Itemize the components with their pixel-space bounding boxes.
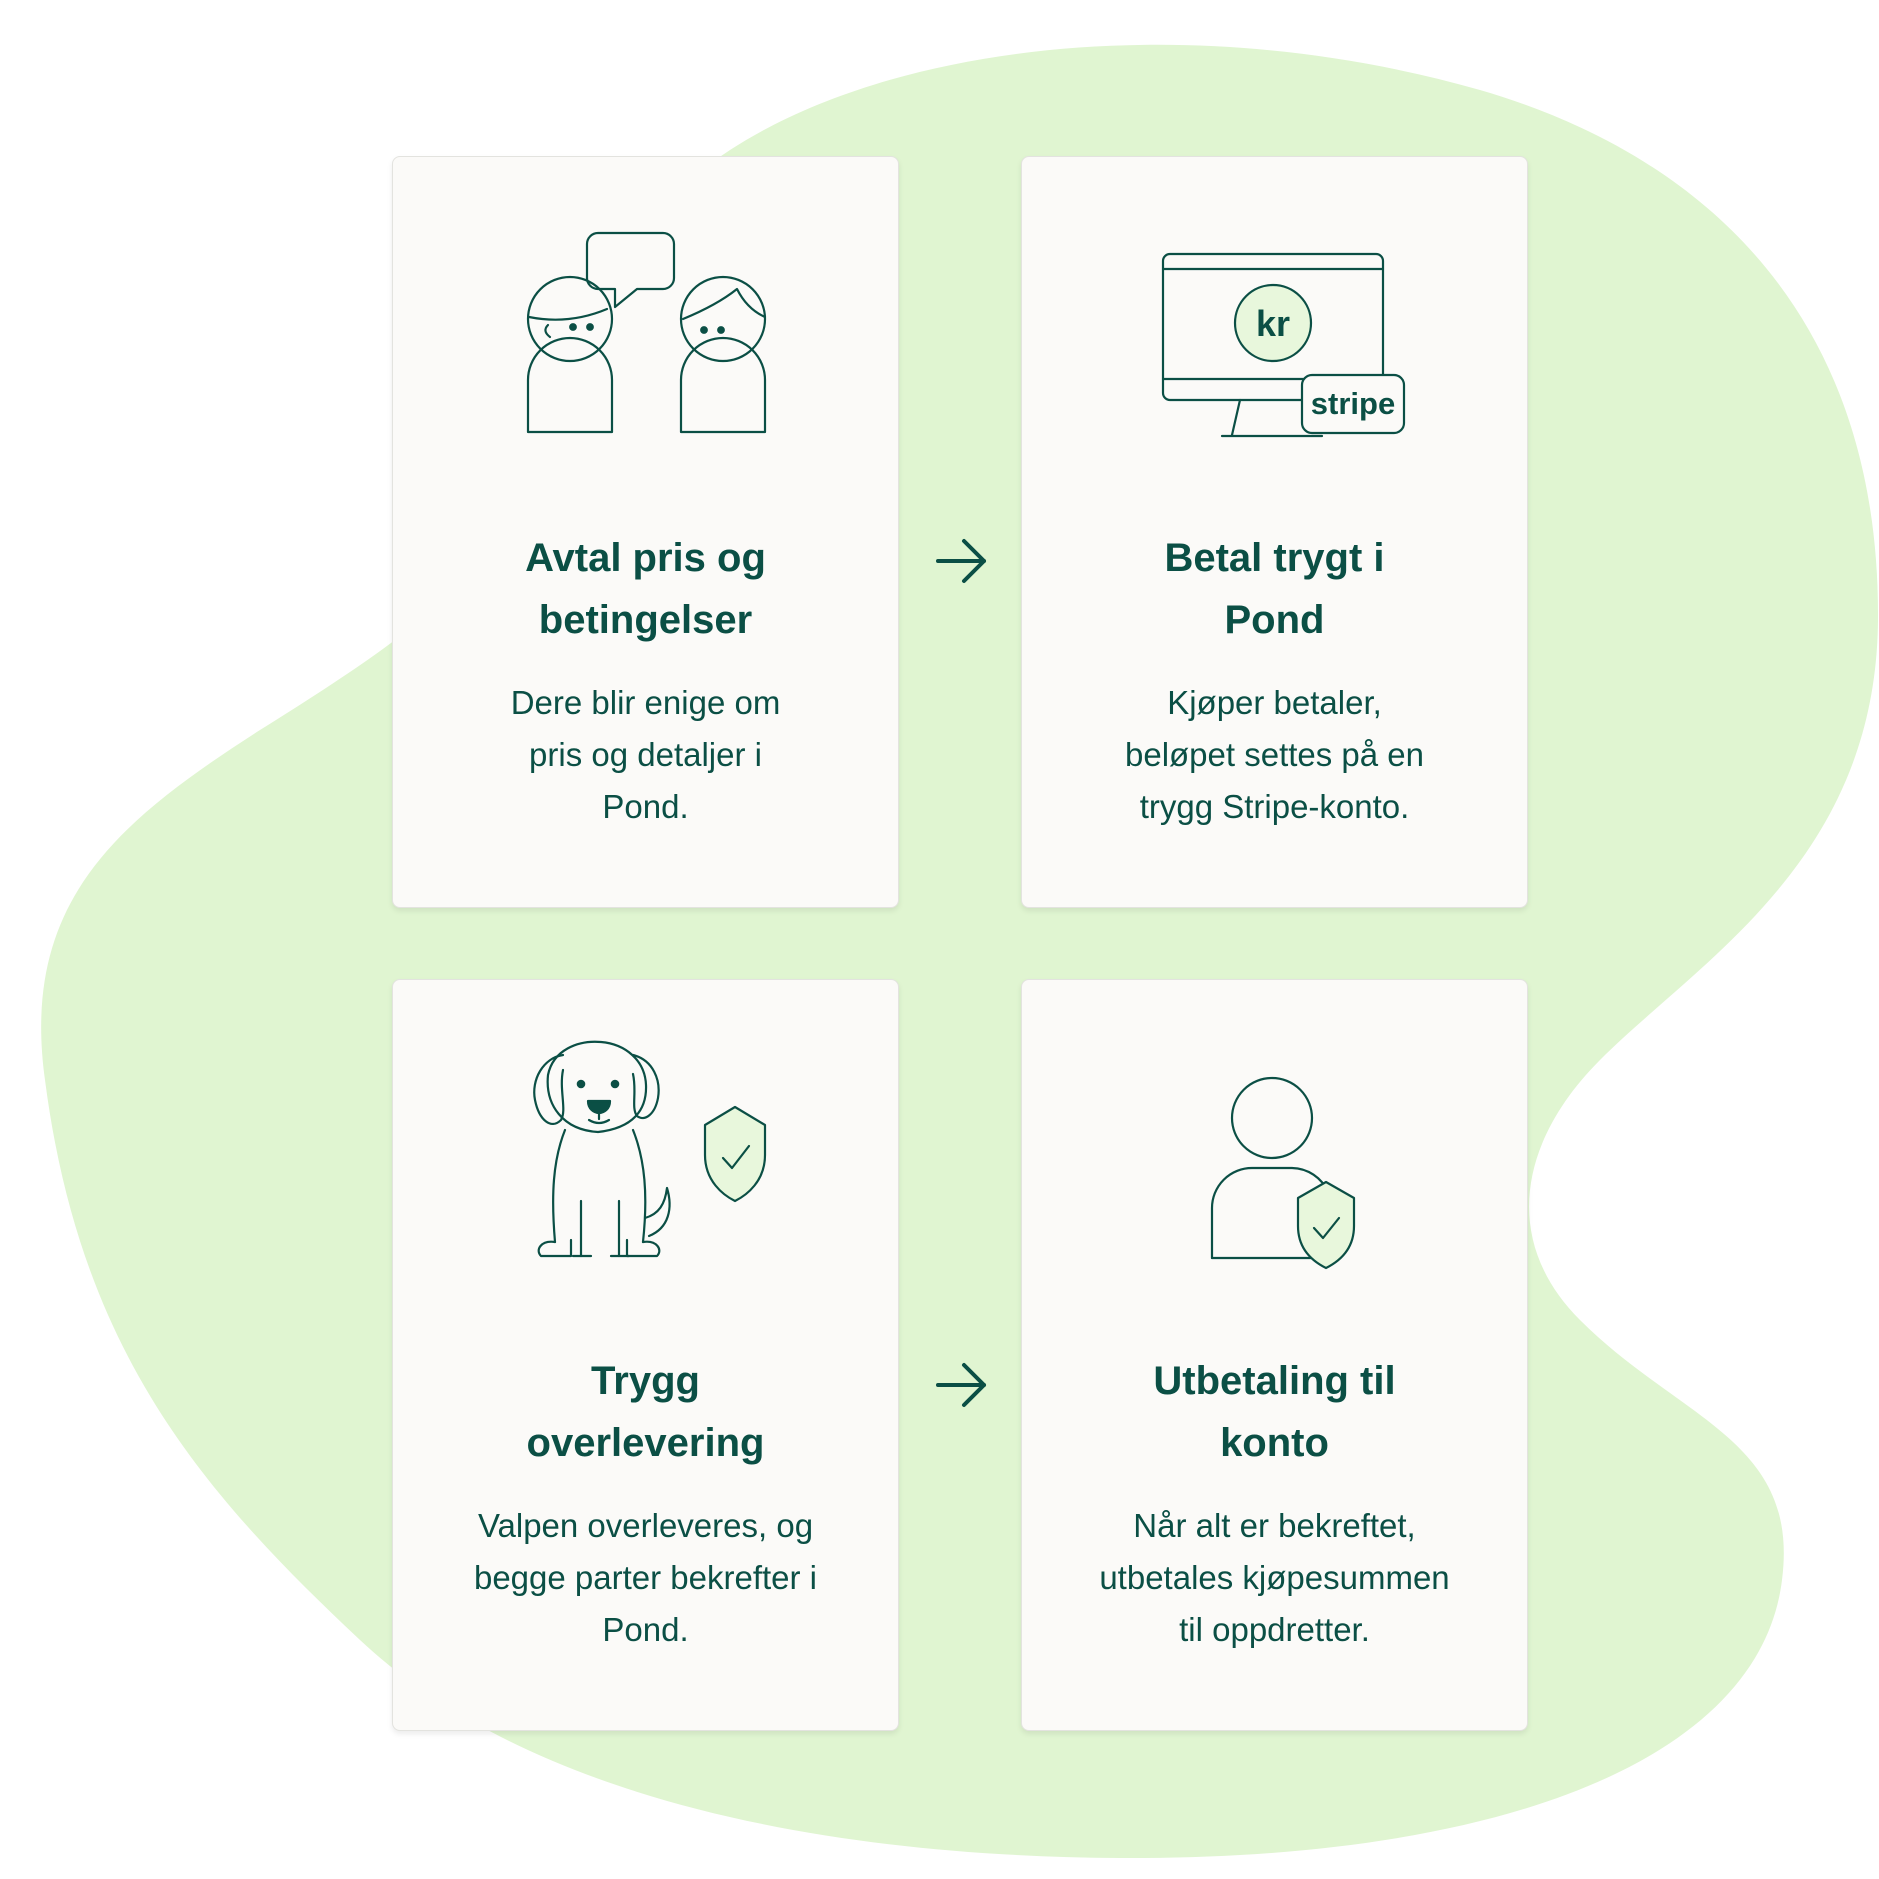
two-people-chatting-icon [526,231,767,434]
step-title: Betal trygt i Pond [1022,527,1527,651]
step-description-line: til oppdretter. [1179,1611,1370,1648]
step-title-line: konto [1220,1421,1329,1465]
step-card-pay: kr stripe Betal trygt i Pond Kjøper beta… [1021,156,1528,908]
currency-label: kr [1256,303,1290,344]
step-title-line: Betal trygt i [1164,536,1385,580]
step-description-line: begge parter bekrefter i [473,1559,818,1596]
step-description-line: utbetales kjøpesummen [1099,1559,1450,1596]
step-description-line: Valpen overleveres, og [477,1507,814,1544]
arrow-right-icon [936,539,986,583]
step-description: Valpen overleveres, og begge parter bekr… [393,1500,898,1656]
step-title-line: Trygg [591,1359,700,1403]
step-title-line: betingelser [538,598,753,642]
step-title-line: Avtal pris og [525,536,766,580]
step-title-line: overlevering [526,1421,765,1465]
step-title-line: Utbetaling til [1153,1359,1396,1403]
step-title: Avtal pris og betingelser [393,527,898,651]
monitor-payment-icon: kr stripe [1161,252,1406,438]
step-description-line: Pond. [602,1611,689,1648]
step-description-line: Dere blir enige om [510,684,781,721]
step-description: Dere blir enige om pris og detaljer i Po… [393,677,898,833]
person-shield-icon [1210,1076,1356,1270]
step-card-agree: Avtal pris og betingelser Dere blir enig… [392,156,899,908]
step-description-line: Pond. [602,788,689,825]
step-description: Kjøper betaler, beløpet settes på en try… [1022,677,1527,833]
step-description-line: pris og detaljer i [529,736,762,773]
step-title: Utbetaling til konto [1022,1350,1527,1474]
stripe-brand-label: stripe [1311,386,1395,421]
step-description-line: trygg Stripe-konto. [1139,788,1410,825]
step-description-line: Kjøper betaler, [1167,684,1382,721]
step-title-line: Pond [1224,598,1325,642]
step-description-line: beløpet settes på en [1124,736,1425,773]
arrow-right-icon [936,1363,986,1407]
step-card-payout: Utbetaling til konto Når alt er bekrefte… [1021,979,1528,1731]
puppy-shield-icon [533,1040,767,1258]
step-description-line: Når alt er bekreftet, [1133,1507,1416,1544]
step-description: Når alt er bekreftet, utbetales kjøpesum… [1022,1500,1527,1656]
step-card-handover: Trygg overlevering Valpen overleveres, o… [392,979,899,1731]
step-title: Trygg overlevering [393,1350,898,1474]
